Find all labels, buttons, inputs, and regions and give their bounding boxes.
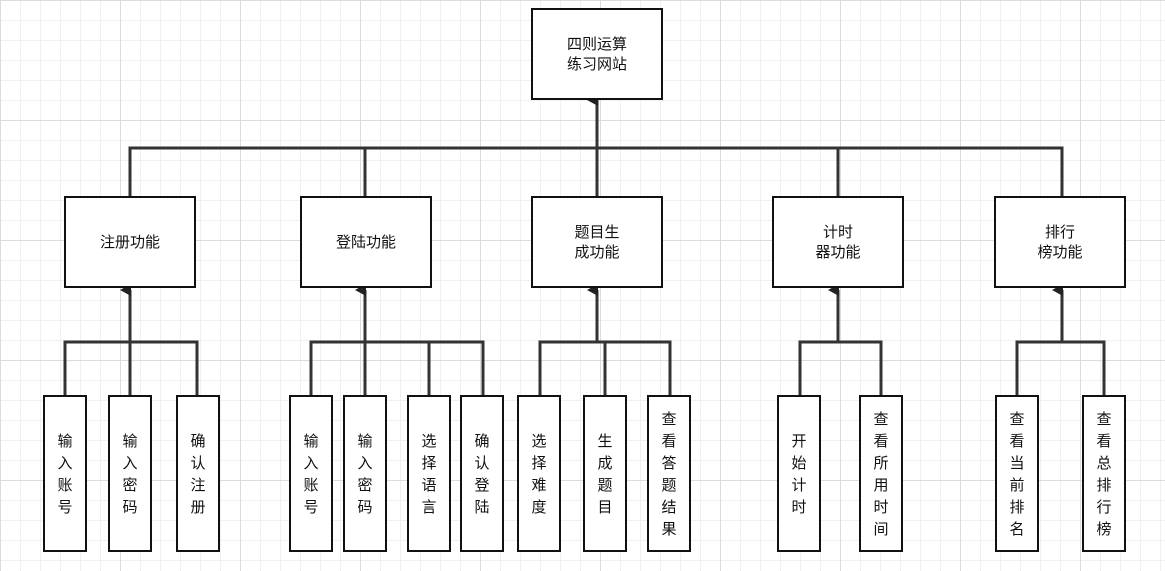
leaf-label: 选择难度 [531, 431, 547, 516]
leaf-label: 开始计时 [791, 431, 807, 516]
leaf-label: 选择语言 [421, 431, 437, 516]
leaf-label: 确认注册 [190, 431, 206, 516]
module-ranking: 排行 榜功能 [994, 196, 1126, 288]
leaf-label: 查看当前排名 [1009, 409, 1025, 538]
module-register-label: 注册功能 [99, 233, 160, 251]
leaf-login-select-language: 选择语言 [407, 395, 451, 552]
leaf-timer-start: 开始计时 [777, 395, 821, 552]
module-timer-label: 计时 器功能 [815, 223, 861, 261]
leaf-label: 输入密码 [122, 431, 138, 516]
leaf-label: 输入账号 [303, 431, 319, 516]
module-login-label: 登陆功能 [335, 233, 396, 251]
module-register: 注册功能 [64, 196, 196, 288]
module-ranking-label: 排行 榜功能 [1037, 223, 1083, 261]
leaf-register-input-account: 输入账号 [43, 395, 87, 552]
leaf-login-confirm: 确认登陆 [460, 395, 504, 552]
leaf-question-view-results: 查看答题结果 [647, 395, 691, 552]
leaf-label: 查看答题结果 [661, 409, 677, 538]
leaf-login-input-account: 输入账号 [289, 395, 333, 552]
connector-login-bus [309, 340, 485, 395]
leaf-question-generate: 生成题目 [583, 395, 627, 552]
leaf-register-confirm: 确认注册 [176, 395, 220, 552]
connector-ranking-bus [1015, 340, 1106, 395]
leaf-timer-view-elapsed: 查看所用时间 [859, 395, 903, 552]
root-label: 四则运算 练习网站 [566, 35, 627, 73]
leaf-register-input-password: 输入密码 [108, 395, 152, 552]
module-login: 登陆功能 [300, 196, 432, 288]
leaf-label: 输入账号 [57, 431, 73, 516]
module-question-generation: 题目生 成功能 [531, 196, 663, 288]
leaf-label: 查看所用时间 [873, 409, 889, 538]
leaf-label: 生成题目 [597, 431, 613, 516]
leaf-label: 输入密码 [357, 431, 373, 516]
module-timer: 计时 器功能 [772, 196, 904, 288]
module-question-generation-label: 题目生 成功能 [574, 223, 620, 261]
connector-timer-bus [798, 340, 883, 395]
leaf-ranking-current: 查看当前排名 [995, 395, 1039, 552]
leaf-label: 确认登陆 [474, 431, 490, 516]
leaf-label: 查看总排行榜 [1096, 409, 1112, 538]
leaf-ranking-overall: 查看总排行榜 [1082, 395, 1126, 552]
leaf-login-input-password: 输入密码 [343, 395, 387, 552]
leaf-question-select-difficulty: 选择难度 [517, 395, 561, 552]
root-node: 四则运算 练习网站 [531, 8, 663, 100]
